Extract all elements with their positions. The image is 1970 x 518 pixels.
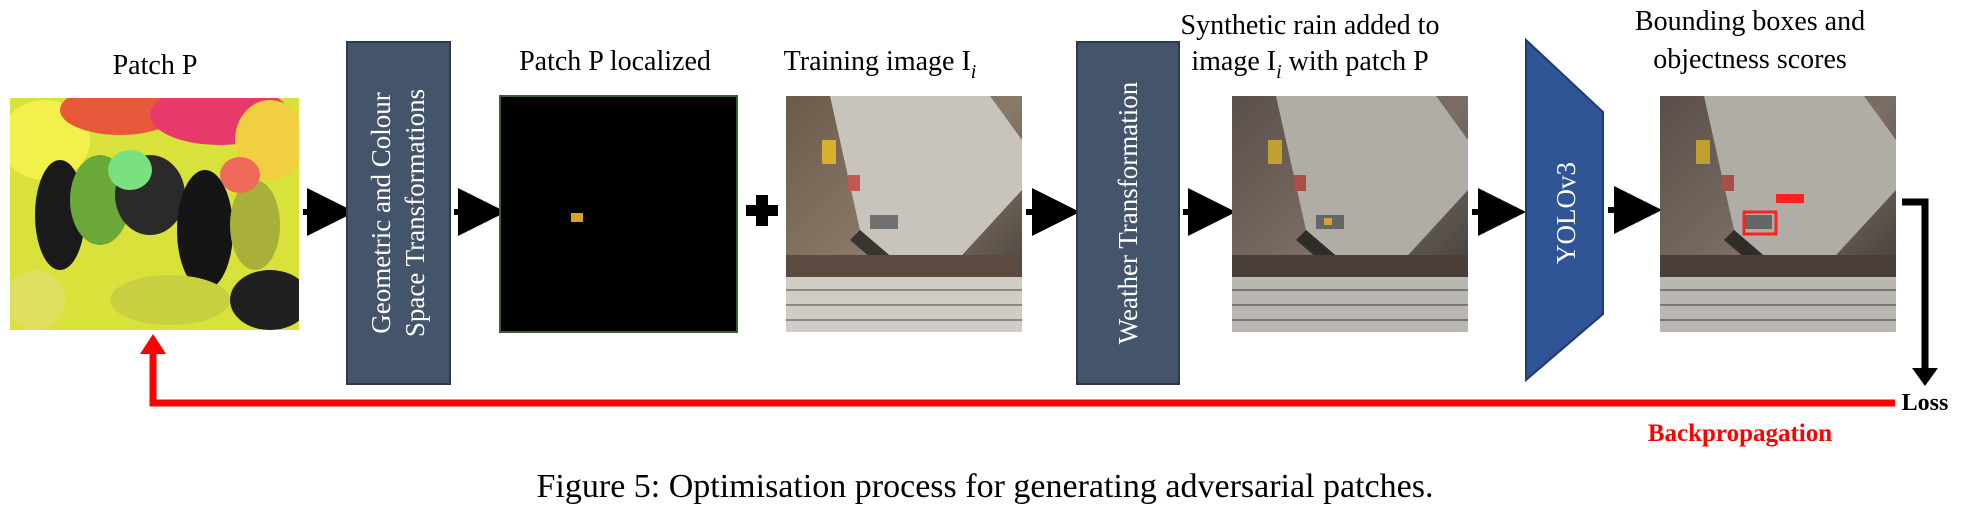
arrow-output-to-loss-line xyxy=(1902,198,1929,372)
bbox-label-line1: Bounding boxes and xyxy=(1635,6,1865,37)
geometric-transform-box xyxy=(346,41,451,385)
weather-label: Weather Transformation xyxy=(1113,81,1143,344)
training-image xyxy=(786,96,1022,332)
patch-label: Patch P xyxy=(113,50,198,81)
geometric-label-line1: Geometric and Colour xyxy=(366,92,396,333)
training-image-label: Training image Ii xyxy=(784,46,977,83)
arrow-output-to-loss-head xyxy=(1912,368,1938,386)
detection-box xyxy=(1742,210,1778,236)
rain-label-line2: image Ii with patch P xyxy=(1191,46,1428,83)
yolo-box xyxy=(1525,37,1604,383)
patch-localized-image xyxy=(499,95,738,333)
loss-label: Loss xyxy=(1902,390,1949,416)
patch-image xyxy=(10,98,299,330)
patch-localized-label: Patch P localized xyxy=(519,46,711,77)
yolo-label: YOLOv3 xyxy=(1551,162,1581,264)
weather-transform-box xyxy=(1076,41,1180,385)
output-image xyxy=(1660,96,1896,332)
localized-patch-dot xyxy=(571,213,583,222)
bbox-label-line2: objectness scores xyxy=(1653,44,1847,75)
detection-score-tag xyxy=(1776,194,1804,203)
rain-image xyxy=(1232,96,1468,332)
backprop-label: Backpropagation xyxy=(1648,420,1832,447)
plus-icon xyxy=(746,195,778,226)
rain-label-line1: Synthetic rain added to xyxy=(1181,10,1440,41)
backprop-arrow-line xyxy=(149,352,1895,407)
geometric-label-line2: Space Transformations xyxy=(400,89,430,337)
backprop-arrow-head xyxy=(140,334,166,354)
figure-caption: Figure 5: Optimisation process for gener… xyxy=(537,468,1434,505)
